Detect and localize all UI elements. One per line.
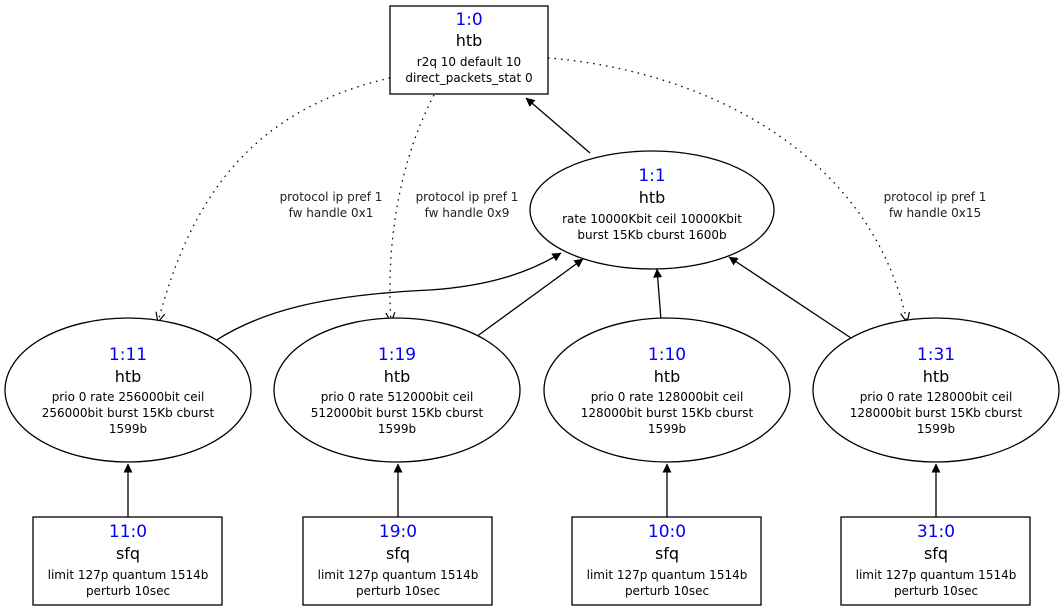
- node-param: 1599b: [109, 422, 147, 436]
- node-kind: sfq: [924, 544, 948, 563]
- filter-label-line: protocol ip pref 1: [416, 190, 519, 204]
- node-class-1-11: 1:11 htb prio 0 rate 256000bit ceil 2560…: [4, 317, 252, 463]
- filter-label-line: fw handle 0x15: [889, 206, 981, 220]
- node-id: 31:0: [917, 522, 955, 542]
- node-param: limit 127p quantum 1514b: [856, 568, 1017, 582]
- node-qdisc-19-0: 19:0 sfq limit 127p quantum 1514b pertur…: [302, 516, 493, 606]
- node-param: 1599b: [917, 422, 955, 436]
- node-kind: htb: [456, 31, 483, 50]
- node-kind: sfq: [655, 544, 679, 563]
- node-param: 128000bit burst 15Kb cburst: [581, 406, 754, 420]
- node-kind: htb: [384, 367, 411, 386]
- node-param: prio 0 rate 512000bit ceil: [321, 390, 474, 404]
- node-class-1-31: 1:31 htb prio 0 rate 128000bit ceil 1280…: [812, 317, 1060, 463]
- node-param: 128000bit burst 15Kb cburst: [850, 406, 1023, 420]
- qdisc-box: [840, 516, 1031, 606]
- node-kind: sfq: [386, 544, 410, 563]
- node-kind: htb: [115, 367, 142, 386]
- class-ellipse: [543, 317, 791, 463]
- filter-edge-to-1-11: [158, 77, 391, 322]
- node-param: 512000bit burst 15Kb cburst: [311, 406, 484, 420]
- node-id: 19:0: [379, 522, 417, 542]
- node-param: limit 127p quantum 1514b: [587, 568, 748, 582]
- node-param: prio 0 rate 256000bit ceil: [52, 390, 205, 404]
- filter-label-line: protocol ip pref 1: [280, 190, 383, 204]
- node-param: 1599b: [648, 422, 686, 436]
- qdisc-box: [32, 516, 223, 606]
- node-qdisc-31-0: 31:0 sfq limit 127p quantum 1514b pertur…: [840, 516, 1031, 606]
- edge-1-19-to-1-1: [475, 258, 584, 338]
- class-ellipse: [273, 317, 521, 463]
- node-param: rate 10000Kbit ceil 10000Kbit: [562, 212, 742, 226]
- node-kind: sfq: [116, 544, 140, 563]
- class-ellipse: [529, 150, 775, 270]
- node-param: perturb 10sec: [894, 584, 978, 598]
- filter-edges: [158, 57, 907, 322]
- node-param: direct_packets_stat 0: [405, 71, 532, 85]
- hierarchy-edges: [123, 97, 941, 517]
- node-qdisc-11-0: 11:0 sfq limit 127p quantum 1514b pertur…: [32, 516, 223, 606]
- node-param: 1599b: [378, 422, 416, 436]
- filter-label-line: protocol ip pref 1: [884, 190, 987, 204]
- node-param: 256000bit burst 15Kb cburst: [42, 406, 215, 420]
- node-id: 1:31: [917, 345, 955, 365]
- edge-1-10-to-1-1: [653, 268, 663, 321]
- filter-label-1-31: protocol ip pref 1 fw handle 0x15: [884, 190, 987, 220]
- node-kind: htb: [639, 188, 666, 207]
- node-id: 1:19: [378, 345, 416, 365]
- node-param: r2q 10 default 10: [417, 55, 521, 69]
- node-id: 1:0: [455, 10, 482, 30]
- node-kind: htb: [923, 367, 950, 386]
- node-root-qdisc: 1:0 htb r2q 10 default 10 direct_packets…: [389, 5, 549, 95]
- node-param: perturb 10sec: [86, 584, 170, 598]
- node-param: limit 127p quantum 1514b: [318, 568, 479, 582]
- node-param: perturb 10sec: [625, 584, 709, 598]
- filter-label-1-19: protocol ip pref 1 fw handle 0x9: [416, 190, 519, 220]
- node-id: 1:10: [648, 345, 686, 365]
- filter-label-line: fw handle 0x9: [425, 206, 510, 220]
- node-class-1-19: 1:19 htb prio 0 rate 512000bit ceil 5120…: [273, 317, 521, 463]
- edge-1-1-to-1-0: [525, 97, 591, 154]
- node-kind: htb: [654, 367, 681, 386]
- node-param: perturb 10sec: [356, 584, 440, 598]
- node-param: limit 127p quantum 1514b: [48, 568, 209, 582]
- node-qdisc-10-0: 10:0 sfq limit 127p quantum 1514b pertur…: [571, 516, 762, 606]
- node-class-1-1: 1:1 htb rate 10000Kbit ceil 10000Kbit bu…: [529, 150, 775, 270]
- edge-1-11-to-1-1: [214, 252, 562, 342]
- node-param: prio 0 rate 128000bit ceil: [860, 390, 1013, 404]
- node-id: 11:0: [109, 522, 147, 542]
- class-ellipse: [4, 317, 252, 463]
- filter-label-line: fw handle 0x1: [289, 206, 374, 220]
- node-id: 1:1: [638, 166, 665, 186]
- qdisc-box: [571, 516, 762, 606]
- node-class-1-10: 1:10 htb prio 0 rate 128000bit ceil 1280…: [543, 317, 791, 463]
- class-ellipse: [812, 317, 1060, 463]
- node-param: burst 15Kb cburst 1600b: [577, 228, 726, 242]
- root-qdisc-box: [389, 5, 549, 95]
- filter-label-1-11: protocol ip pref 1 fw handle 0x1: [280, 190, 383, 220]
- qdisc-box: [302, 516, 493, 606]
- edge-1-31-to-1-1: [728, 256, 852, 339]
- node-id: 1:11: [109, 345, 147, 365]
- node-id: 10:0: [648, 522, 686, 542]
- node-param: prio 0 rate 128000bit ceil: [591, 390, 744, 404]
